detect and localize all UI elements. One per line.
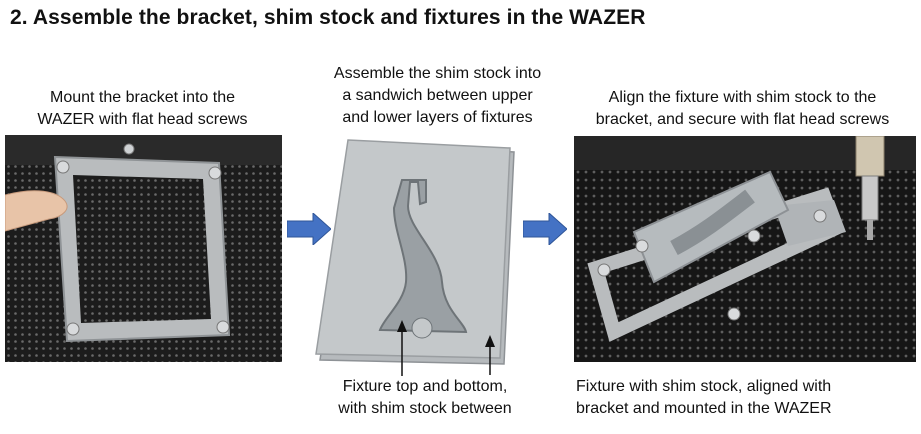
bracket-photo xyxy=(5,135,282,362)
fixture-photo xyxy=(314,132,526,372)
step2-caption-line3: and lower layers of fixtures xyxy=(342,109,533,126)
right-bottom-caption-line1: Fixture with shim stock, aligned with xyxy=(576,378,832,395)
step2-caption: Assemble the shim stock into a sandwich … xyxy=(305,63,570,129)
mounted-fixture-photo xyxy=(574,136,916,362)
step1-caption-line1: Mount the bracket into the xyxy=(50,89,235,106)
arrow-right-icon xyxy=(287,213,331,245)
arrow-right-icon xyxy=(523,213,567,245)
step3-caption-line1: Align the fixture with shim stock to the xyxy=(608,89,877,106)
step3-caption: Align the fixture with shim stock to the… xyxy=(570,87,915,131)
right-bottom-caption: Fixture with shim stock, aligned with br… xyxy=(576,376,876,420)
middle-bottom-caption: Fixture top and bottom, with shim stock … xyxy=(310,376,540,420)
middle-bottom-caption-line1: Fixture top and bottom, xyxy=(342,378,508,395)
pointer-arrow-top-icon xyxy=(395,320,409,376)
right-bottom-caption-line2: bracket and mounted in the WAZER xyxy=(576,400,832,417)
pointer-arrow-bottom-icon xyxy=(483,335,497,375)
step1-caption-line2: WAZER with flat head screws xyxy=(37,111,248,128)
step2-caption-line2: a sandwich between upper xyxy=(342,87,533,104)
step2-caption-line1: Assemble the shim stock into xyxy=(333,65,542,82)
step1-caption: Mount the bracket into the WAZER with fl… xyxy=(20,87,265,131)
middle-bottom-caption-line2: with shim stock between xyxy=(338,400,512,417)
step3-caption-line2: bracket, and secure with flat head screw… xyxy=(595,111,890,128)
page-title: 2. Assemble the bracket, shim stock and … xyxy=(10,6,646,29)
